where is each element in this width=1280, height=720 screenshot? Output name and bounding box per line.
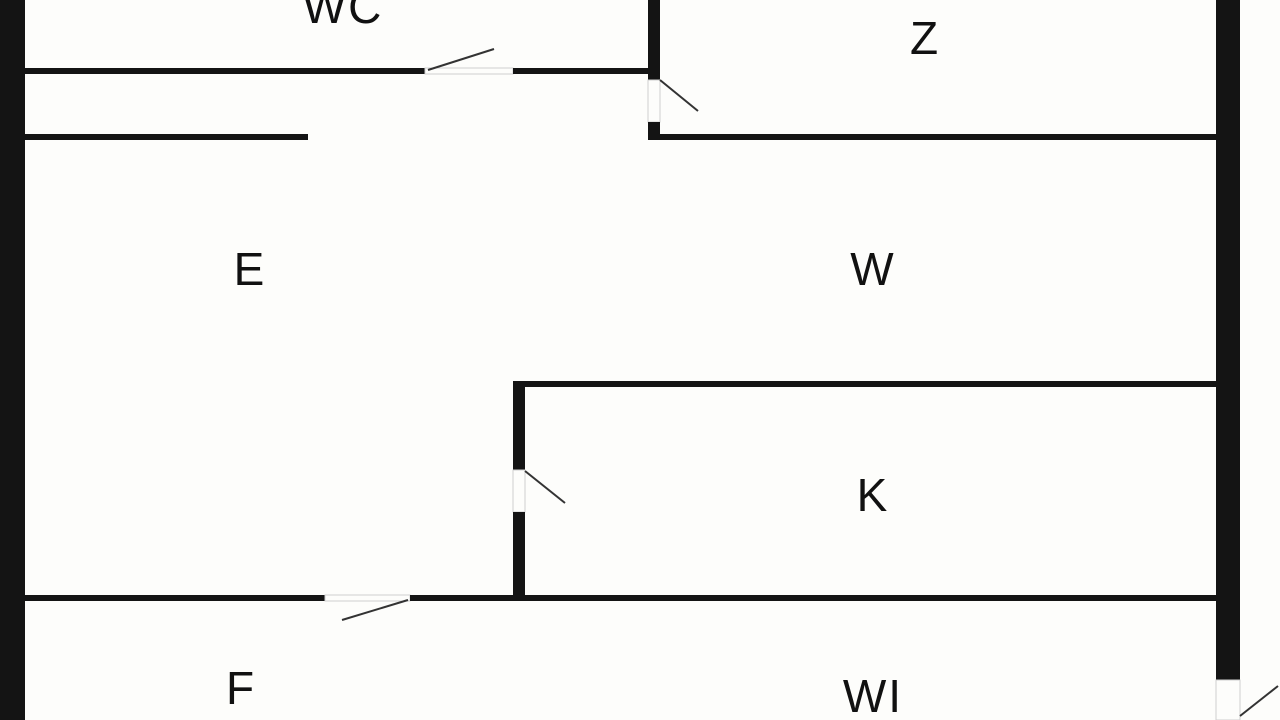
outer-wall-right: [1216, 0, 1240, 680]
door-gap-wi: [1215, 679, 1241, 720]
room-label-wi: WI: [843, 670, 903, 720]
door-leaf-wi: [1239, 685, 1279, 717]
wall-f-top-right: [410, 595, 1216, 601]
door-gap-f: [324, 594, 411, 602]
room-label-k: K: [857, 469, 890, 521]
room-label-z: Z: [910, 12, 940, 64]
door-leaf-z: [659, 79, 699, 112]
wall-f-top-left: [25, 595, 325, 601]
room-label-f: F: [226, 662, 256, 714]
wall-k-left-top: [513, 381, 525, 470]
wall-k-left-bottom: [513, 512, 525, 600]
room-label-e: E: [234, 243, 267, 295]
wall-k-top: [513, 381, 1216, 387]
door-leaf-k: [524, 470, 566, 504]
wall-wc-bottom-right: [513, 68, 650, 74]
door-gap-z: [647, 79, 661, 123]
door-gap-k: [512, 469, 526, 513]
room-label-wc: WC: [303, 0, 384, 33]
door-gap-wc: [424, 67, 514, 75]
wall-corridor: [25, 134, 308, 140]
wall-z-bottom: [648, 134, 1216, 140]
door-leaf-f: [341, 599, 409, 621]
wall-wc-bottom-left: [25, 68, 425, 74]
wall-wc-z-vertical-top: [648, 0, 660, 80]
door-leaf-wc: [427, 48, 495, 71]
room-label-w: W: [850, 243, 895, 295]
outer-wall-left: [0, 0, 25, 720]
